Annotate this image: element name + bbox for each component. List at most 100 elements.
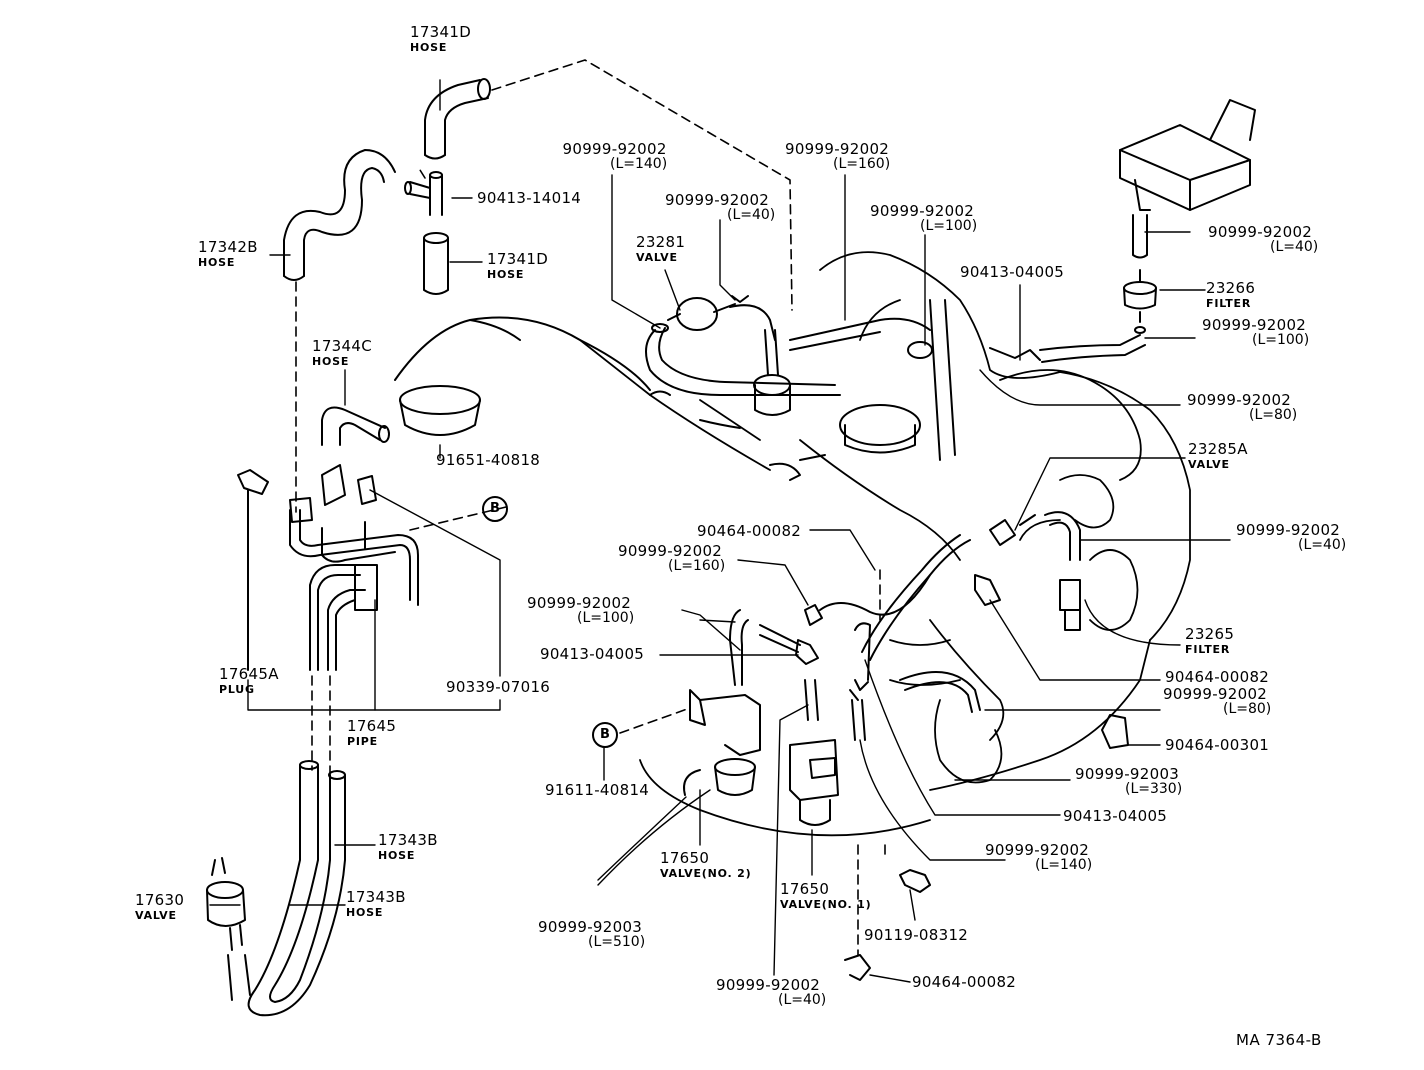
label-hose-l40-bottom: 90999-92002 (L=40) xyxy=(716,976,827,1008)
vsv-17650-area xyxy=(649,390,981,981)
hose-17341d-straight xyxy=(423,232,449,295)
part-number: 90999-92003 xyxy=(1075,765,1180,783)
part-number: 90999-92002 xyxy=(1163,685,1268,703)
label-hose-l100-top: 90999-92002 (L=100) xyxy=(870,204,978,234)
label-17341d-top: 17341D HOSE xyxy=(410,23,472,54)
label-90464-00082-mid: 90464-00082 xyxy=(697,524,801,539)
label-90464-00082-bottom: 90464-00082 xyxy=(912,975,1016,990)
hose-17343b-pair xyxy=(247,760,346,1017)
label-90413-14014: 90413-14014 xyxy=(477,191,581,206)
part-name: VALVE(NO. 1) xyxy=(780,898,872,911)
part-name: HOSE xyxy=(312,355,350,368)
part-number: 90464-00082 xyxy=(1165,668,1270,686)
label-17645: 17645 PIPE xyxy=(347,717,397,748)
reference-mark-b: B xyxy=(592,722,618,748)
label-90119-08312: 90119-08312 xyxy=(864,928,968,943)
label-hose-l510: 90999-92003 (L=510) xyxy=(538,918,645,950)
part-number: 90999-92002 xyxy=(618,542,723,560)
part-number: 17341D xyxy=(487,250,549,268)
label-hose-l100-mid: 90999-92002 (L=100) xyxy=(527,596,634,626)
label-hose-l40-mid: 90999-92002 (L=40) xyxy=(1236,521,1347,553)
plug-17645a xyxy=(237,469,269,671)
label-hose-l40-right: 90999-92002 (L=40) xyxy=(1208,223,1319,255)
hose-length: (L=40) xyxy=(778,992,827,1008)
part-number: 23266 xyxy=(1206,279,1256,297)
hose-length: (L=140) xyxy=(610,156,668,172)
part-number: 23285A xyxy=(1188,440,1248,458)
part-name: VALVE(NO. 2) xyxy=(660,867,752,880)
label-hose-l80-low: 90999-92002 (L=80) xyxy=(1163,685,1272,717)
part-number: 17341D xyxy=(410,23,472,41)
label-hose-l100-right: 90999-92002 (L=100) xyxy=(1202,318,1310,348)
part-name: HOSE xyxy=(198,256,236,269)
part-name: FILTER xyxy=(1185,643,1231,656)
part-number: 90464-00301 xyxy=(1165,736,1270,754)
hose-length: (L=80) xyxy=(1223,701,1272,717)
part-number: 90413-04005 xyxy=(960,263,1065,281)
hose-length: (L=100) xyxy=(920,218,978,234)
label-17343b-upper: 17343B HOSE xyxy=(378,833,438,862)
hose-length: (L=40) xyxy=(1270,239,1319,255)
reference-mark-b: B xyxy=(482,496,508,522)
part-number: 90999-92002 xyxy=(1236,521,1341,539)
label-90464-00301: 90464-00301 xyxy=(1165,738,1269,753)
label-17342b: 17342B HOSE xyxy=(198,238,258,269)
part-number: 17645 xyxy=(347,717,397,735)
label-90464-00082-right: 90464-00082 xyxy=(1165,670,1269,685)
label-17344c: 17344C HOSE xyxy=(312,339,372,368)
part-number: 90413-14014 xyxy=(477,189,582,207)
drawing-code: MA 7364-B xyxy=(1236,1031,1322,1049)
label-23266: 23266 FILTER xyxy=(1206,279,1256,310)
part-number: 17650 xyxy=(780,880,830,898)
part-name: PIPE xyxy=(347,735,378,748)
filter-23266 xyxy=(1119,99,1256,323)
part-name: FILTER xyxy=(1206,297,1252,310)
part-number: 90413-04005 xyxy=(1063,807,1168,825)
hose-length: (L=100) xyxy=(1252,332,1310,348)
part-number: 90999-92002 xyxy=(562,140,667,158)
label-17343b-lower: 17343B HOSE xyxy=(346,888,406,919)
part-number: 91651-40818 xyxy=(436,451,541,469)
label-hose-l140-top: 90999-92002 (L=140) xyxy=(562,140,668,172)
canister-cap xyxy=(394,316,651,436)
part-number: 17343B xyxy=(346,888,406,906)
label-hose-l160-top: 90999-92002 (L=160) xyxy=(785,142,891,172)
dashed-assembly-lines xyxy=(295,59,886,956)
part-name: HOSE xyxy=(487,268,525,281)
hose-17342b xyxy=(283,149,396,281)
part-number: 91611-40814 xyxy=(545,781,650,799)
part-number: 90999-92002 xyxy=(985,841,1090,859)
hose-length: (L=80) xyxy=(1249,407,1298,423)
part-number: 23281 xyxy=(636,233,686,251)
part-name: PLUG xyxy=(219,683,255,696)
hose-length: (L=160) xyxy=(833,156,891,172)
hose-length: (L=160) xyxy=(668,558,726,574)
label-hose-l140-low: 90999-92002 (L=140) xyxy=(985,841,1092,873)
part-name: VALVE xyxy=(636,251,678,264)
part-number: 90999-92002 xyxy=(716,976,821,994)
part-number: 90464-00082 xyxy=(912,973,1017,991)
part-number: 90999-92003 xyxy=(538,918,643,936)
label-hose-l80-right: 90999-92002 (L=80) xyxy=(1187,393,1298,423)
part-number: 17645A xyxy=(219,665,279,683)
part-name: HOSE xyxy=(410,41,448,54)
label-hose-l160-mid: 90999-92002 (L=160) xyxy=(618,542,726,574)
part-number: 90999-92002 xyxy=(1208,223,1313,241)
label-90413-04005-mid: 90413-04005 xyxy=(540,647,644,662)
label-23281: 23281 VALVE xyxy=(636,233,686,264)
label-17650-no1: 17650 VALVE(NO. 1) xyxy=(780,880,872,911)
label-90413-04005-low: 90413-04005 xyxy=(1063,809,1167,824)
hose-length: (L=330) xyxy=(1125,781,1183,797)
label-23265: 23265 FILTER xyxy=(1185,627,1234,656)
hose-length: (L=40) xyxy=(1298,537,1347,553)
part-number: 17342B xyxy=(198,238,258,256)
label-17630: 17630 VALVE xyxy=(135,893,184,922)
part-number: 17650 xyxy=(660,849,710,867)
valve-17630 xyxy=(206,857,251,1001)
label-17650-no2: 17650 VALVE(NO. 2) xyxy=(660,849,752,880)
label-91651-40818: 91651-40818 xyxy=(436,453,540,468)
label-90413-04005-top: 90413-04005 xyxy=(960,265,1064,280)
hose-17341d-elbow xyxy=(424,78,491,160)
